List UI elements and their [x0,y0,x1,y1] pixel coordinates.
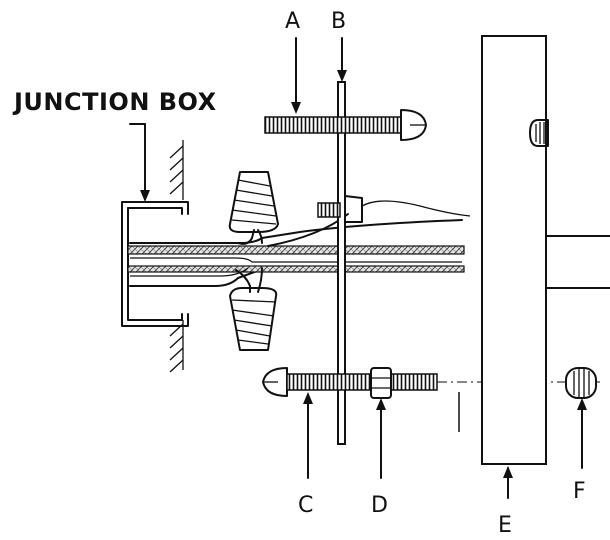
wire-nut-lower [229,287,278,351]
leader-d [376,398,386,479]
label-f: F [573,479,586,504]
nut-d [370,367,392,399]
label-c: C [298,493,313,518]
knurled-knob-upper [529,119,549,147]
label-b: B [331,9,346,34]
leader-b [337,37,347,82]
leader-f [577,398,587,469]
label-e: E [498,513,512,538]
mounting-strap [337,81,346,445]
leader-c [303,392,313,479]
fixture-arm [545,235,610,289]
screw-a [264,109,427,141]
wall-hatch-lower [169,320,184,373]
cable [127,219,465,287]
label-a: A [285,9,300,34]
leader-junction-box [129,123,150,202]
wall-hatch-upper [169,140,184,200]
leader-a [291,37,301,114]
leader-e [503,466,513,499]
fixture-plate-e [481,35,547,465]
screw-c [262,367,438,397]
knurled-knob-f [565,367,597,399]
ground-screw [317,195,471,223]
junction-box [121,201,189,327]
label-d: D [371,493,388,518]
wire-nut-upper [228,171,279,233]
junction-box-label: JUNCTION BOX [12,88,217,116]
